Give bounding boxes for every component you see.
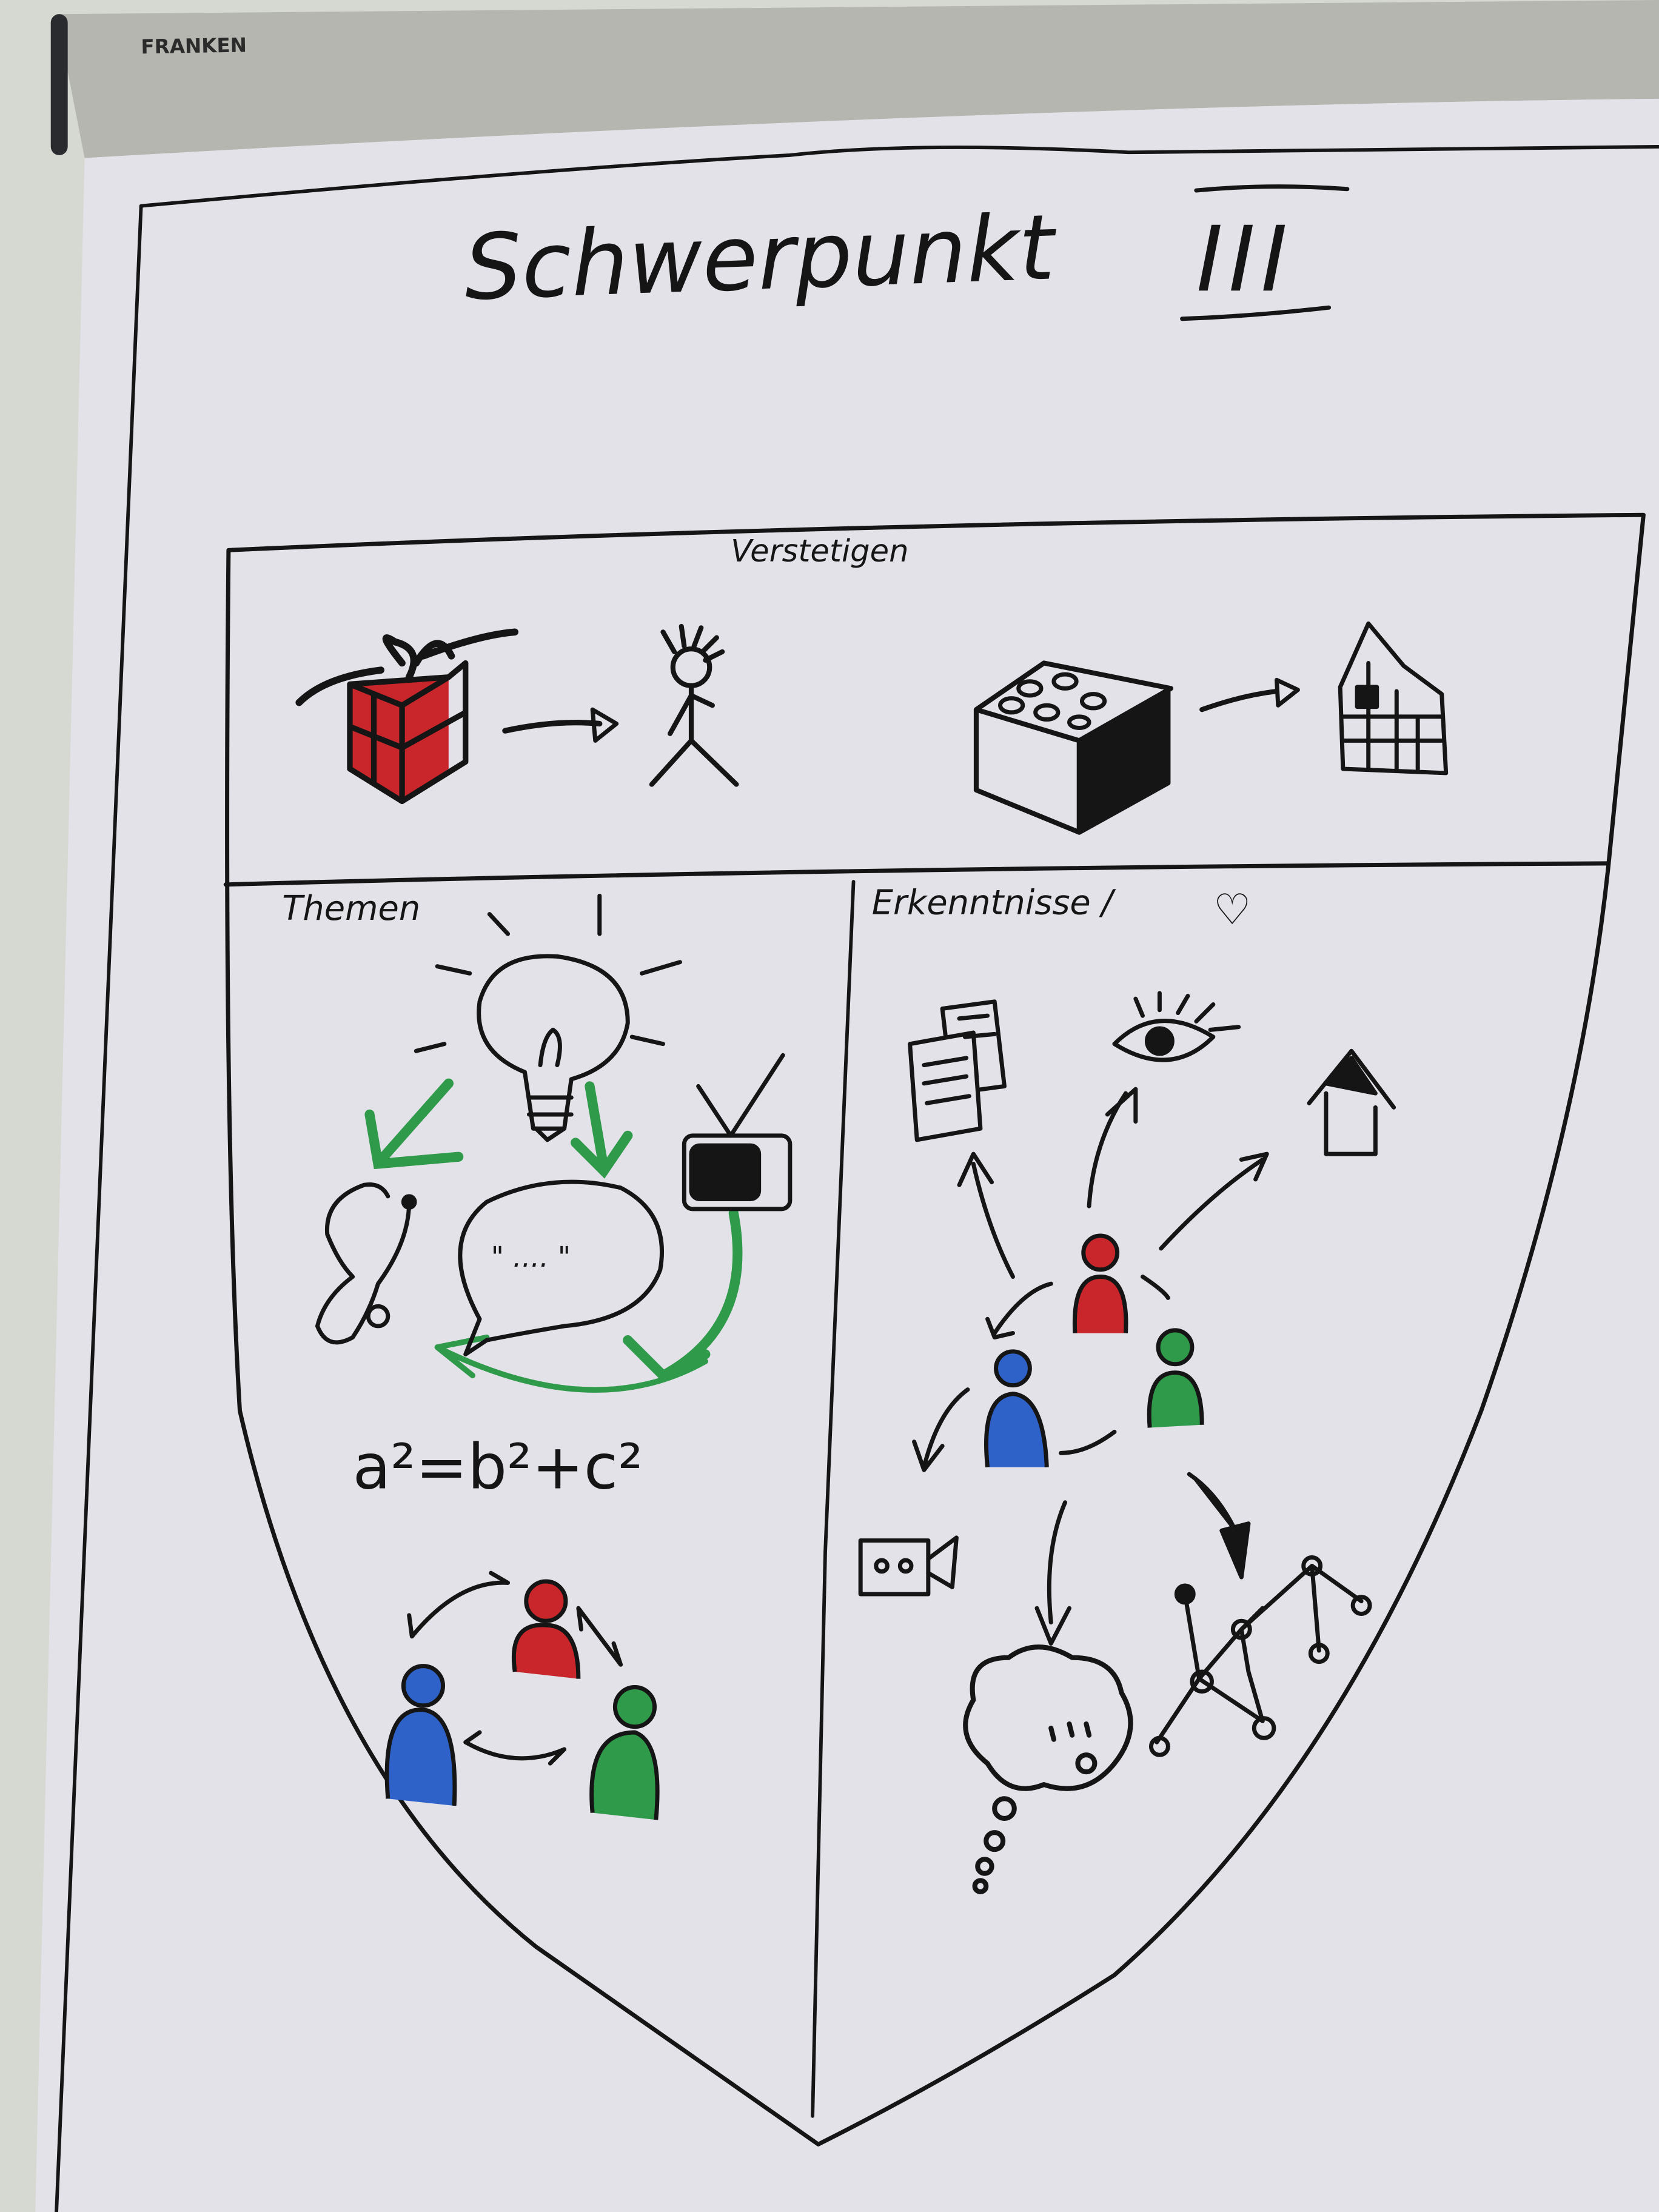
border-top	[139, 145, 1659, 208]
knowledge-arrows	[912, 1087, 1269, 1646]
flipchart-paper	[35, 98, 1659, 2212]
stethoscope-icon	[315, 1182, 417, 1345]
equation: a²=b²+c²	[353, 1431, 643, 1503]
thought-cloud-icon	[963, 1644, 1133, 1894]
people-group-icon	[384, 1570, 660, 1820]
border-left	[55, 204, 143, 2212]
speech-bubble-icon: " .... "	[458, 1179, 664, 1356]
people-group-icon	[984, 1233, 1204, 1467]
tv-icon	[682, 1053, 793, 1212]
documents-icon	[908, 999, 1007, 1142]
camera-icon	[858, 1535, 959, 1597]
arrow-head-icon	[590, 707, 619, 743]
section-label-verstetigen: Verstetigen	[731, 533, 908, 569]
page-title-numeral: III	[1196, 207, 1293, 312]
heart-icon: ♡	[1213, 885, 1252, 934]
green-arrows	[364, 1078, 743, 1393]
lightbulb-icon	[414, 893, 682, 1142]
network-icon	[1148, 1555, 1372, 1757]
numeral-underline	[1180, 305, 1332, 321]
arrow-head-icon	[1275, 677, 1300, 708]
house-icon	[1307, 1048, 1396, 1156]
arrow-icon	[1199, 688, 1279, 712]
brand-logo: FRANKEN	[141, 33, 247, 58]
lego-brick-icon	[973, 660, 1174, 835]
gift-icon	[295, 628, 518, 805]
section-label-themen: Themen	[282, 889, 420, 928]
page-title: Schwerpunkt	[463, 195, 1059, 321]
numeral-overline	[1194, 184, 1350, 193]
flipchart-header-bar: FRANKEN	[50, 0, 1659, 158]
brick-house-icon	[1338, 621, 1449, 776]
stick-figure-icon	[649, 623, 739, 787]
shield	[223, 512, 1646, 2147]
eye-icon	[1112, 991, 1241, 1062]
arrow-icon	[502, 719, 603, 734]
speech-bubble-text: " .... "	[491, 1241, 571, 1273]
section-label-erkenntnisse: Erkenntnisse /	[872, 883, 1116, 923]
